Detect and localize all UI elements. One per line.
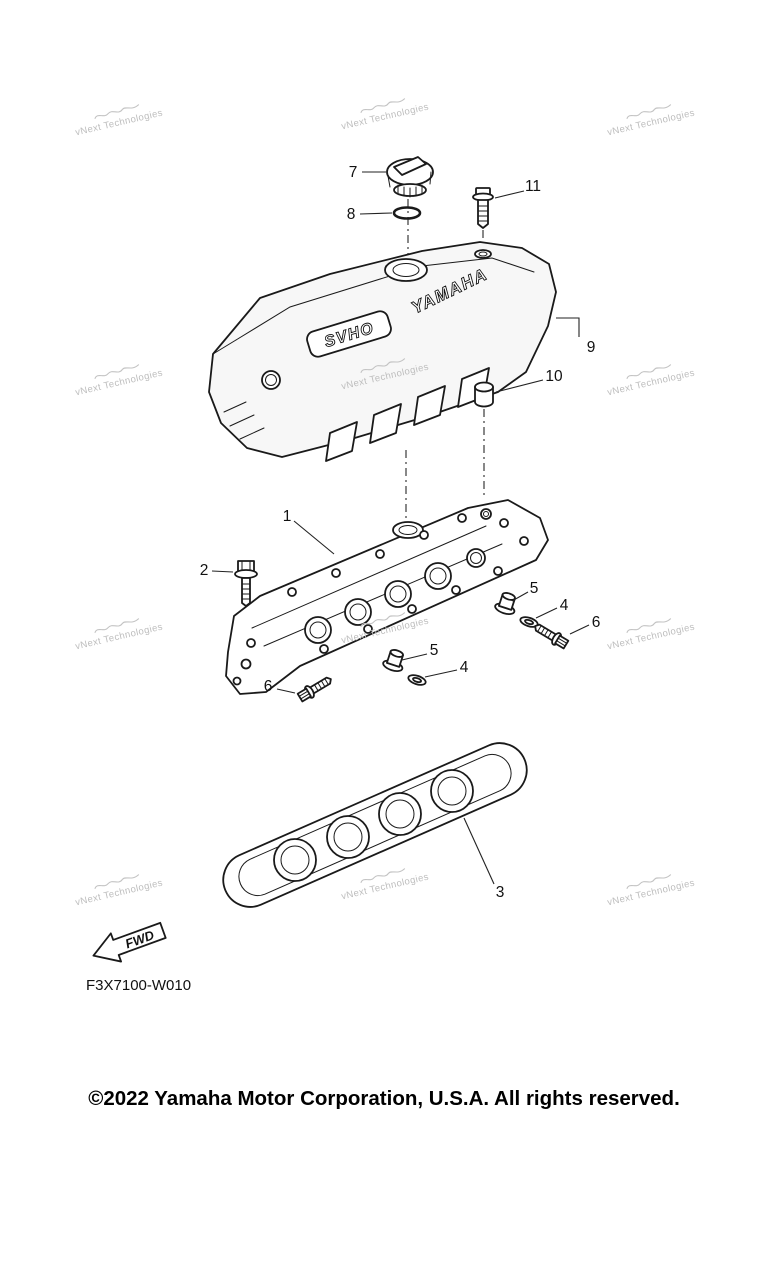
fastener-washer <box>407 674 427 686</box>
callout-7: 7 <box>349 164 358 181</box>
fastener-bolt <box>534 623 570 650</box>
part-cylinder-head-cover <box>225 499 549 695</box>
copyright-text: ©2022 Yamaha Motor Corporation, U.S.A. A… <box>88 1087 680 1110</box>
callout-8: 8 <box>347 206 356 223</box>
fastener-washer <box>519 616 539 628</box>
callout-4: 4 <box>560 597 569 614</box>
exploded-parts-diagram: YAMAHA SVHO <box>86 156 601 994</box>
figure-code: F3X7100-W010 <box>86 977 191 994</box>
callout-1: 1 <box>283 508 292 525</box>
fastener-seal <box>494 592 516 615</box>
part-o-ring <box>392 206 422 220</box>
callout-6b: 6 <box>264 678 273 695</box>
callout-2: 2 <box>200 562 209 579</box>
part-bolt-11 <box>472 187 494 229</box>
callout-5: 5 <box>530 580 539 597</box>
callout-9: 9 <box>587 339 596 356</box>
callout-6: 6 <box>592 614 601 631</box>
fastener-bolt <box>296 676 332 703</box>
callout-4b: 4 <box>460 659 469 676</box>
part-gasket <box>222 742 528 908</box>
fastener-seal <box>382 649 404 672</box>
callout-10: 10 <box>545 368 563 385</box>
callout-11: 11 <box>525 178 541 195</box>
leader-lines <box>211 171 590 885</box>
part-oil-filler-cap <box>386 156 434 198</box>
part-bolt-2 <box>234 560 258 607</box>
fwd-arrow: FWD <box>92 921 167 963</box>
callout-5b: 5 <box>430 642 439 659</box>
part-cover-assembly: YAMAHA SVHO <box>208 241 557 462</box>
callout-labels: 7 8 11 9 10 1 2 5 4 6 5 4 6 3 <box>200 164 601 901</box>
part-grommet <box>474 381 494 408</box>
callout-3: 3 <box>496 884 505 901</box>
